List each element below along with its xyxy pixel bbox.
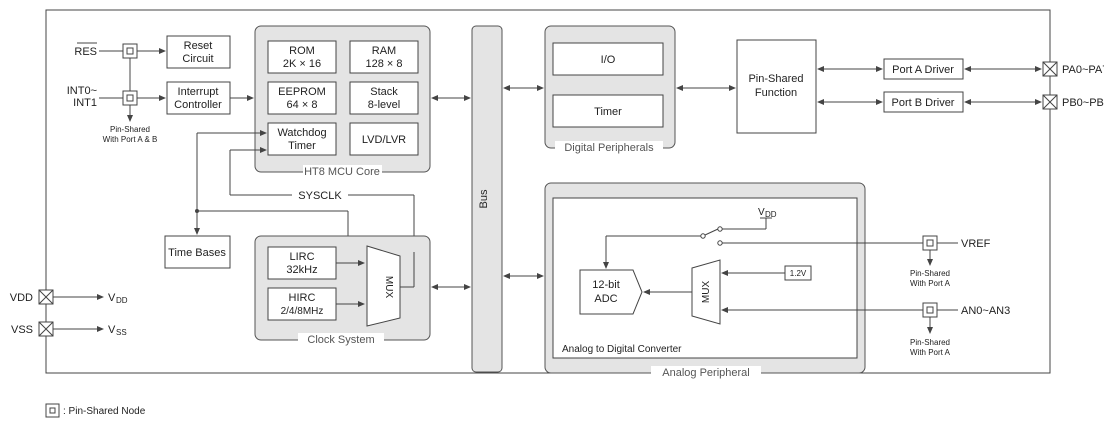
svg-text:Controller: Controller <box>174 99 222 111</box>
adc-vdd-sub: DD <box>765 210 777 219</box>
svg-text:Bus: Bus <box>478 189 490 208</box>
time-bases-block: Time Bases <box>164 235 231 269</box>
svg-text:Timer: Timer <box>594 106 622 118</box>
adc-mux: MUX <box>691 259 721 325</box>
svg-text:Function: Function <box>755 87 797 99</box>
vss-out-label: V <box>108 324 116 336</box>
svg-text:RAM: RAM <box>372 45 396 57</box>
hirc-block: HIRC 2/4/8MHz <box>267 287 337 321</box>
svg-text:2/4/8MHz: 2/4/8MHz <box>281 306 324 317</box>
pin-shared-node-an <box>922 302 938 318</box>
mcu-core-label: HT8 MCU Core <box>304 166 380 178</box>
pin-shared-node-legend-label: : Pin-Shared Node <box>63 406 146 417</box>
adc-block: 12-bit ADC <box>579 269 643 315</box>
svg-text:LIRC: LIRC <box>289 251 314 263</box>
svg-text:1.2V: 1.2V <box>790 269 807 278</box>
svg-text:64 × 8: 64 × 8 <box>287 99 318 111</box>
vref-pin-label: VREF <box>961 238 991 250</box>
pa-pin-terminal <box>1042 61 1058 77</box>
res-pin-label: RES <box>74 46 97 58</box>
timer-block: Timer <box>552 94 664 128</box>
interrupt-controller-block: Interrupt Controller <box>166 81 231 115</box>
pin-shared-node-res <box>122 43 138 59</box>
port-a-driver-block: Port A Driver <box>883 58 964 80</box>
svg-text:HIRC: HIRC <box>289 292 316 304</box>
svg-text:ROM: ROM <box>289 45 315 57</box>
svg-text:I/O: I/O <box>601 54 616 66</box>
svg-text:128 × 8: 128 × 8 <box>365 58 402 70</box>
pb-pin-terminal <box>1042 94 1058 110</box>
vdd-out-sub: DD <box>116 296 128 305</box>
vss-pin-label: VSS <box>11 324 33 336</box>
io-block: I/O <box>552 42 664 76</box>
digital-peripherals-label: Digital Peripherals <box>564 142 654 154</box>
svg-text:MUX: MUX <box>383 276 394 299</box>
port-b-driver-block: Port B Driver <box>883 91 964 113</box>
pin-shared-function-block: Pin-Shared Function <box>736 39 817 134</box>
adc-vdd-label: V <box>758 207 765 218</box>
rom-block: ROM 2K × 16 <box>267 40 337 74</box>
pa-pin-label: PA0~PA7 <box>1062 64 1104 76</box>
pin-shared-node-int <box>122 90 138 106</box>
pin-shared-vref-1: With Port A <box>910 279 951 288</box>
svg-text:LVD/LVR: LVD/LVR <box>362 134 406 146</box>
stack-block: Stack 8-level <box>349 81 419 115</box>
svg-text:Timer: Timer <box>288 140 316 152</box>
an-pin-label: AN0~AN3 <box>961 305 1010 317</box>
svg-text:2K × 16: 2K × 16 <box>283 58 321 70</box>
pin-shared-vref-0: Pin-Shared <box>910 269 950 278</box>
vss-out-sub: SS <box>116 328 127 337</box>
analog-peripheral-label: Analog Peripheral <box>662 367 749 379</box>
vdd-pin-label: VDD <box>10 292 33 304</box>
eeprom-block: EEPROM 64 × 8 <box>267 81 337 115</box>
pin-shared-ab-label-0: Pin-Shared <box>110 125 150 134</box>
ref-1v2-block: 1.2V <box>784 265 812 281</box>
lirc-block: LIRC 32kHz <box>267 246 337 280</box>
pin-shared-ab-label-1: With Port A & B <box>103 135 158 144</box>
pin-shared-an-1: With Port A <box>910 348 951 357</box>
svg-text:Time Bases: Time Bases <box>168 247 226 259</box>
pin-shared-node-vref <box>922 235 938 251</box>
sysclk-label: SYSCLK <box>298 190 342 202</box>
svg-text:Circuit: Circuit <box>182 53 213 65</box>
svg-text:Stack: Stack <box>370 86 398 98</box>
clock-system-label: Clock System <box>307 334 374 346</box>
svg-text:Pin-Shared: Pin-Shared <box>748 73 803 85</box>
svg-text:Port B Driver: Port B Driver <box>892 97 955 109</box>
bus-block: Bus <box>471 25 503 373</box>
svg-text:ADC: ADC <box>594 293 617 305</box>
watchdog-timer-block: Watchdog Timer <box>267 122 337 156</box>
svg-text:Port A Driver: Port A Driver <box>892 64 954 76</box>
svg-text:Watchdog: Watchdog <box>277 127 326 139</box>
vdd-pin-terminal <box>38 289 54 305</box>
int-pin-label-1: INT1 <box>73 97 97 109</box>
svg-text:EEPROM: EEPROM <box>278 86 326 98</box>
svg-text:Reset: Reset <box>184 40 213 52</box>
ram-block: RAM 128 × 8 <box>349 40 419 74</box>
svg-text:Interrupt: Interrupt <box>178 86 219 98</box>
clock-mux: MUX <box>366 245 401 327</box>
svg-text:12-bit: 12-bit <box>592 279 620 291</box>
reset-circuit-block: Reset Circuit <box>166 35 231 69</box>
vss-pin-terminal <box>38 321 54 337</box>
vdd-out-label: V <box>108 292 116 304</box>
pin-shared-node-legend-icon <box>45 403 60 418</box>
svg-text:MUX: MUX <box>701 281 712 304</box>
svg-text:8-level: 8-level <box>368 99 400 111</box>
pb-pin-label: PB0~PB5 <box>1062 97 1104 109</box>
adc-converter-label: Analog to Digital Converter <box>562 344 682 355</box>
int-pin-label-0: INT0~ <box>67 85 97 97</box>
lvd-lvr-block: LVD/LVR <box>349 122 419 156</box>
pin-shared-an-0: Pin-Shared <box>910 338 950 347</box>
svg-text:32kHz: 32kHz <box>286 264 317 276</box>
